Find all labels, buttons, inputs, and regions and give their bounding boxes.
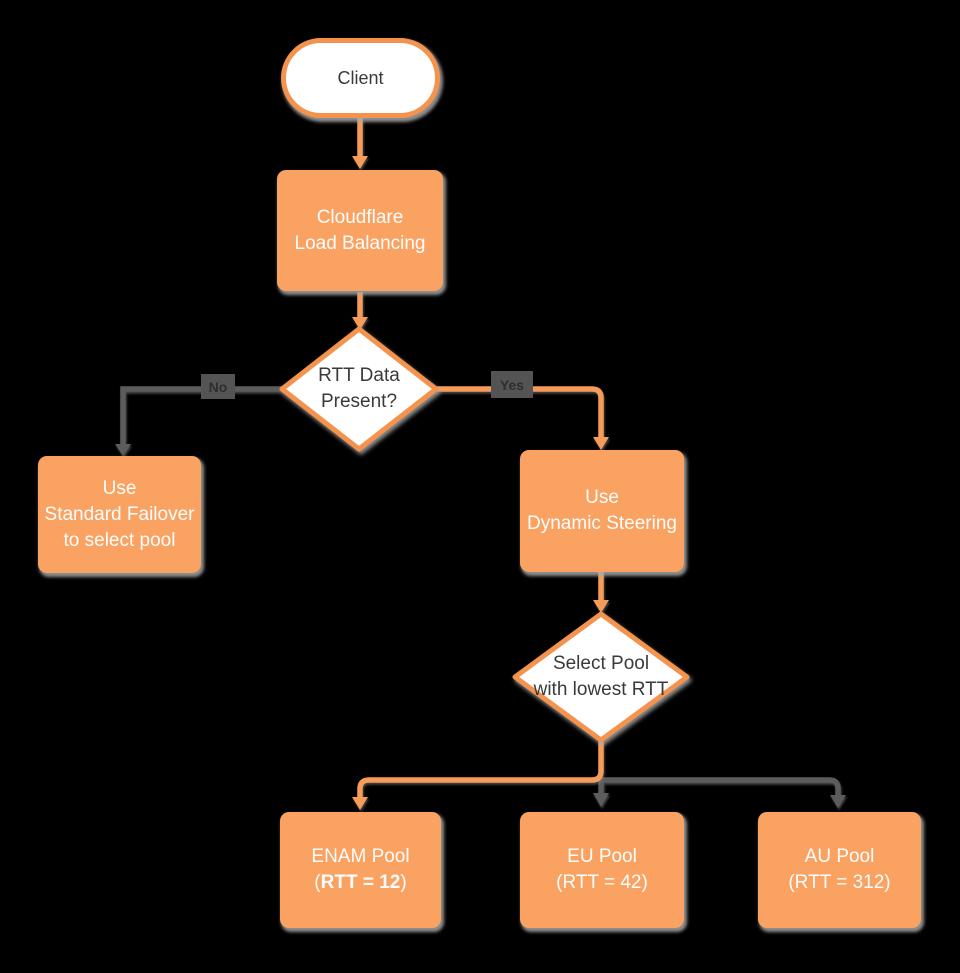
diamond-text: Select Pool with lowest RTT [512, 611, 690, 743]
node-label-line: Cloudflare [316, 206, 404, 228]
arrowhead-au-pool [830, 795, 846, 808]
paren-close: ) [400, 872, 407, 893]
edge-label-no: No [201, 374, 235, 399]
node-label-line: to select pool [63, 529, 176, 551]
node-label-line: Dynamic Steering [527, 513, 677, 534]
edge-enam-branch [357, 740, 604, 798]
node-select-pool-decision: Select Pool with lowest RTT [512, 611, 690, 743]
arrowhead-cloudflare-lb [352, 156, 368, 169]
node-label-line: (RTT = 42) [556, 872, 648, 893]
node-label-line: (RTT = 312) [788, 872, 891, 893]
node-label-line: Present? [320, 391, 398, 412]
arrowhead-dynamic-steering [593, 437, 609, 450]
gray-connectors [115, 386, 846, 808]
node-label-line: with lowest RTT [533, 679, 669, 700]
arrowhead-enam-pool [352, 797, 368, 810]
arrowhead-eu-pool [593, 793, 609, 807]
node-dynamic-steering: Use Dynamic Steering [520, 450, 684, 572]
node-label-line: ENAM Pool [311, 846, 410, 867]
edge-au-branch [601, 777, 841, 796]
node-label-line: EU Pool [567, 846, 637, 867]
edge-label-yes: Yes [491, 371, 533, 398]
paren-open: ( [314, 872, 321, 893]
node-cloudflare-load-balancing: Cloudflare Load Balancing [277, 170, 443, 291]
node-label-line: RTT Data [318, 365, 400, 386]
node-enam-pool: ENAM Pool (RTT = 12) [280, 812, 441, 928]
node-client-label: Client [337, 68, 384, 88]
node-au-pool: AU Pool (RTT = 312) [758, 812, 921, 928]
node-standard-failover: Use Standard Failover to select pool [38, 456, 201, 573]
node-eu-pool: EU Pool (RTT = 42) [520, 812, 684, 928]
diamond-shape [279, 326, 439, 452]
rtt-value-bold: RTT = 12 [320, 872, 401, 893]
node-label-line: (RTT = 12) [314, 870, 406, 896]
node-label-line: Load Balancing [294, 232, 426, 254]
node-label-line: Use [585, 487, 619, 508]
node-client: Client [281, 38, 440, 118]
node-label-line: Use [102, 477, 137, 499]
diamond-text: RTT Data Present? [279, 326, 439, 452]
arrowhead-standard-failover [115, 444, 131, 456]
node-label-line: AU Pool [804, 846, 875, 867]
node-label-line: Standard Failover [44, 503, 195, 525]
node-label-line: Select Pool [552, 653, 650, 674]
node-rtt-data-present-decision: RTT Data Present? [279, 326, 439, 452]
